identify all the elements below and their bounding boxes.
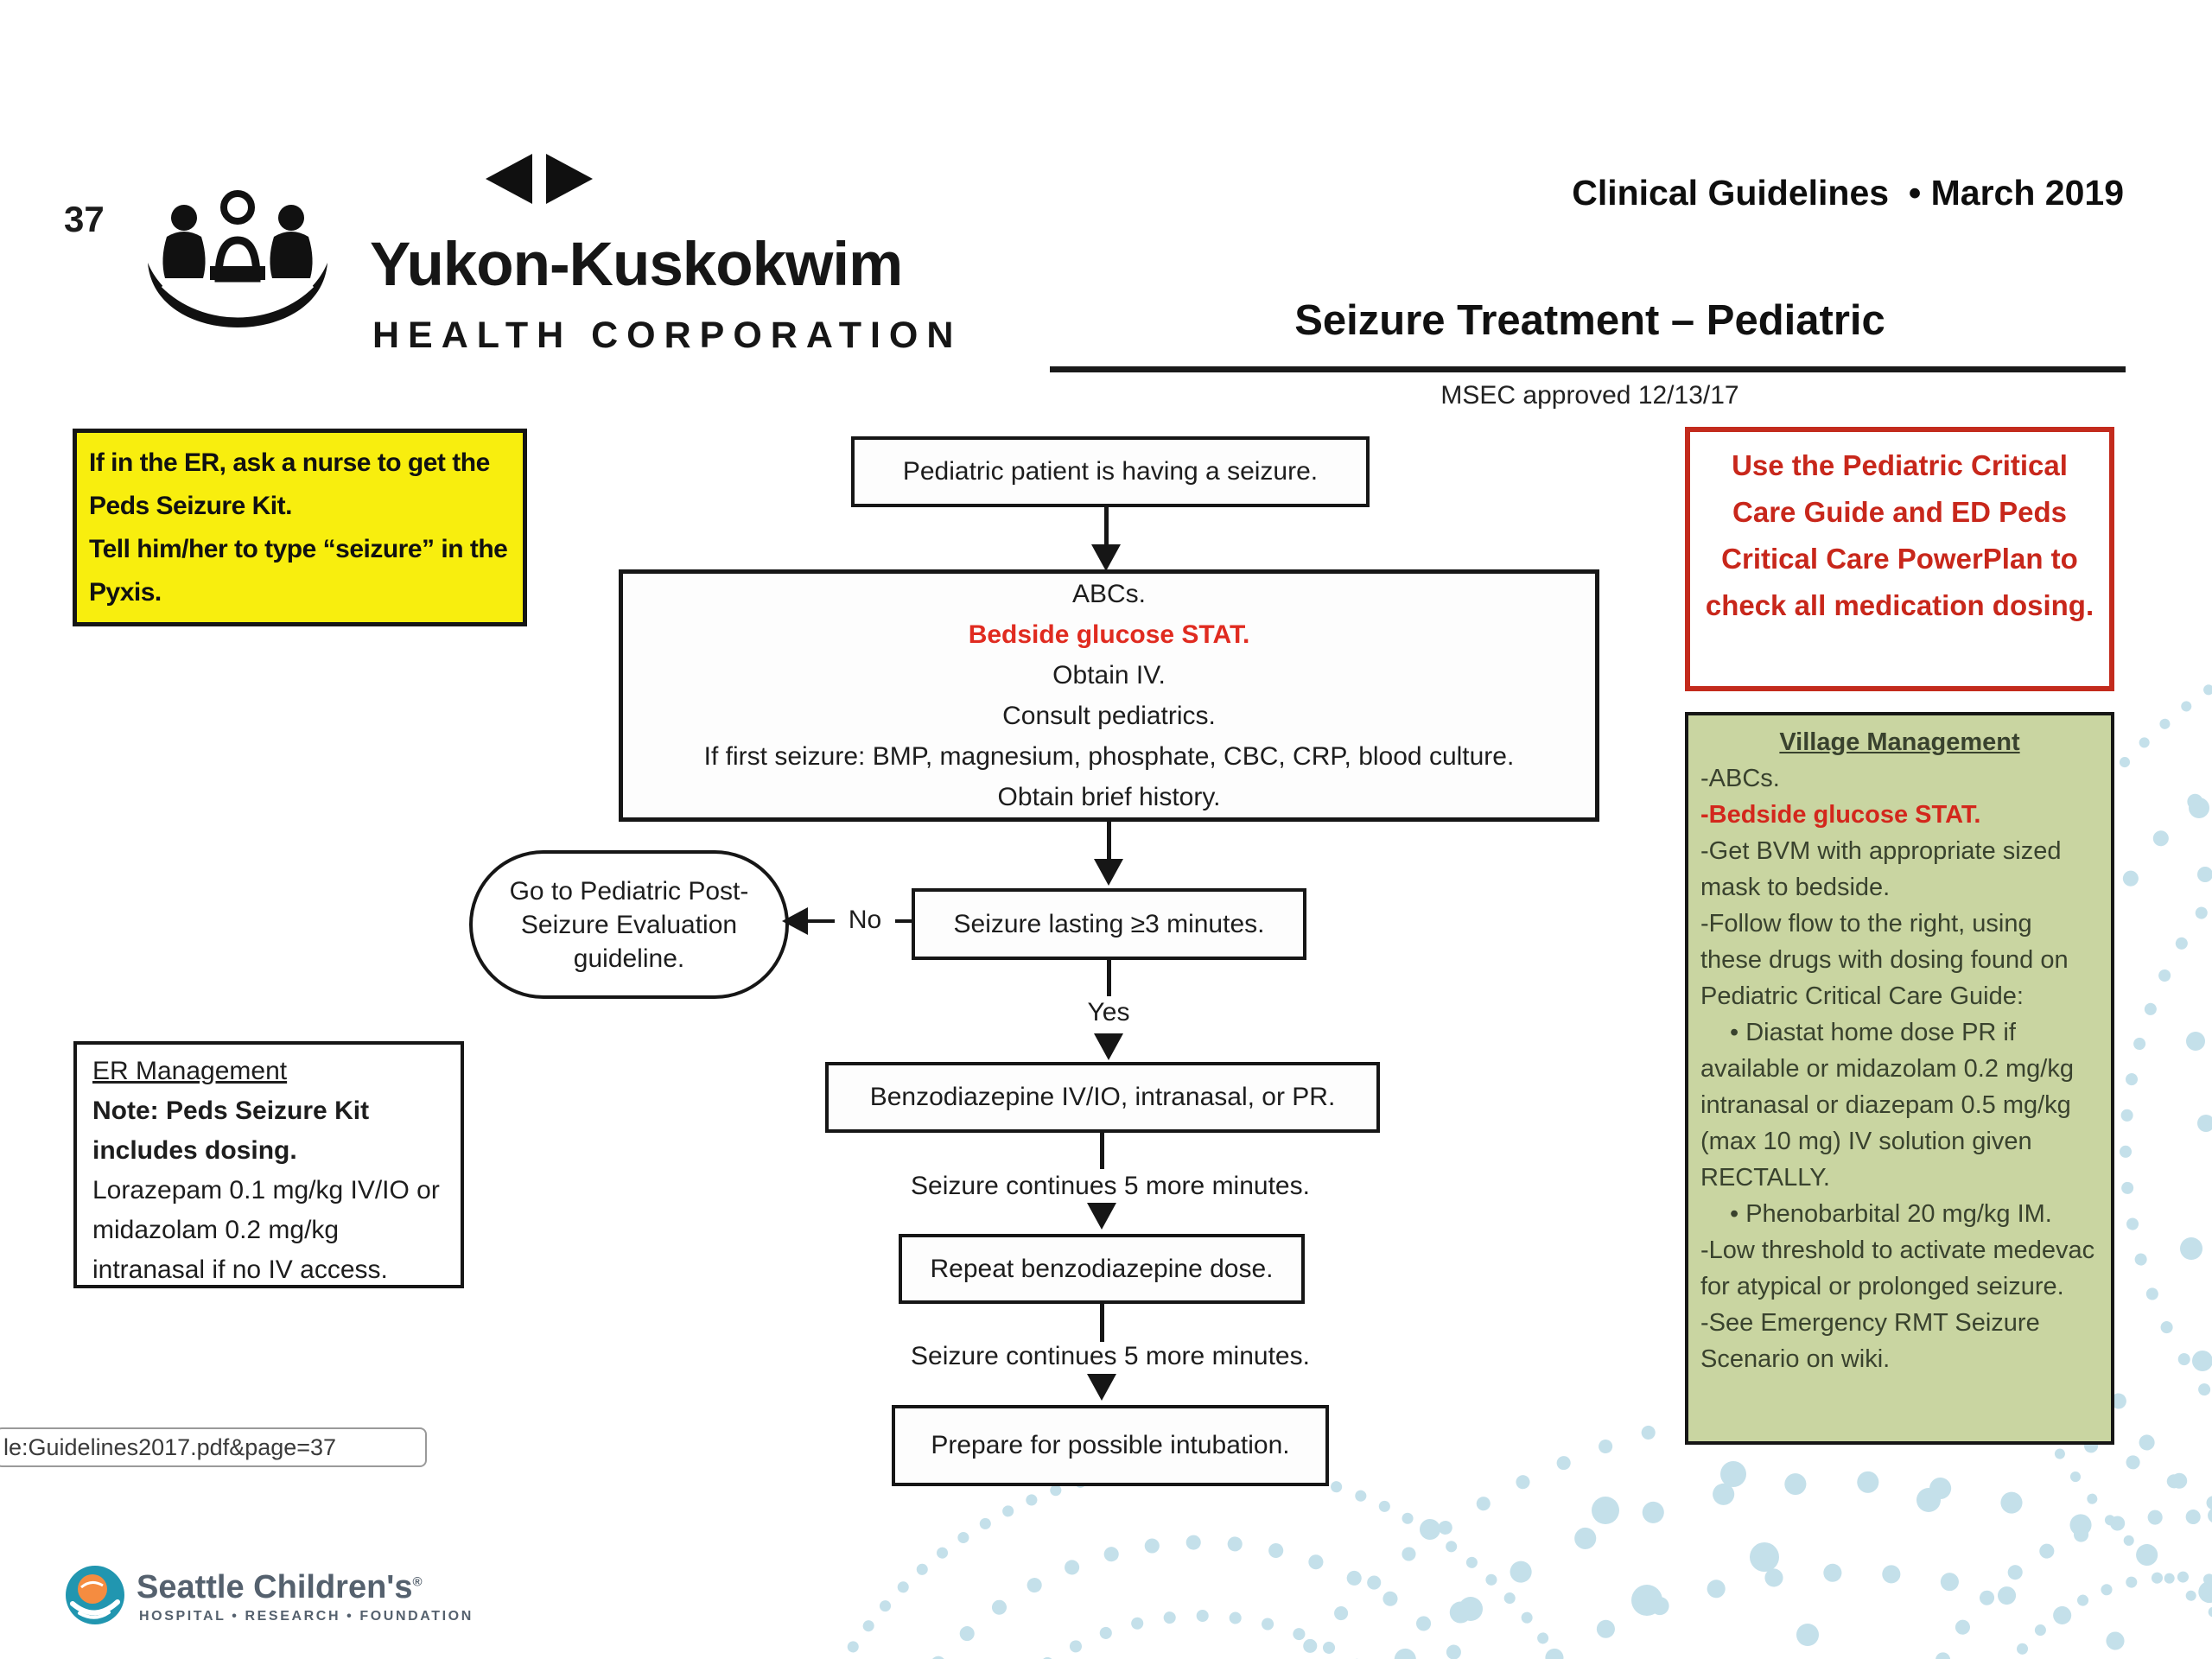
approval-note: MSEC approved 12/13/17 — [1440, 381, 1739, 410]
flow-intubation-box: Prepare for possible intubation. — [892, 1405, 1329, 1486]
village-item: -ABCs. — [1700, 765, 1780, 792]
edition-date: March 2019 — [1930, 173, 2124, 213]
yes-branch-label: Yes — [1087, 998, 1130, 1027]
next-page-arrow-icon[interactable] — [546, 154, 593, 204]
flow-benzodiazepine-box: Benzodiazepine IV/IO, intranasal, or PR. — [825, 1062, 1380, 1133]
village-item-diastat: • Diastat home dose PR if available or m… — [1700, 1019, 2074, 1192]
village-item: -Follow flow to the right, using these d… — [1700, 910, 2069, 1010]
arrow-down-icon — [1087, 1203, 1116, 1230]
village-item: -Get BVM with appropriate sized mask to … — [1700, 837, 2062, 901]
abcs-glucose-line: Bedside glucose STAT. — [968, 620, 1250, 649]
page-nav-arrows — [486, 154, 593, 204]
seizure-continues-label: Seizure continues 5 more minutes. — [911, 1172, 1310, 1200]
connector-line — [1100, 1133, 1104, 1169]
er-management-title: ER Management — [92, 1057, 288, 1085]
village-management-title: Village Management — [1779, 728, 2020, 756]
connector-line — [1100, 1304, 1104, 1342]
seizure-continues-label: Seizure continues 5 more minutes. — [911, 1342, 1310, 1370]
abcs-line: Consult pediatrics. — [1002, 702, 1216, 730]
er-management-dosing: Lorazepam 0.1 mg/kg IV/IO or midazolam 0… — [92, 1176, 440, 1284]
flow-repeat-dose-box: Repeat benzodiazepine dose. — [899, 1234, 1305, 1304]
abcs-line: If first seizure: BMP, magnesium, phosph… — [703, 742, 1515, 771]
connector-line — [1107, 822, 1111, 861]
er-management-note: Note: Peds Seizure Kit includes dosing. — [92, 1096, 370, 1165]
page-title: Seizure Treatment – Pediatric — [1294, 297, 1885, 344]
registered-mark: ® — [412, 1574, 423, 1590]
org-name: Yukon-Kuskokwim — [370, 231, 903, 299]
village-item-phenobarbital: • Phenobarbital 20 mg/kg IM. — [1730, 1200, 2052, 1228]
title-underline — [1050, 366, 2126, 372]
abcs-line: ABCs. — [1071, 580, 1147, 608]
er-note-line2: Tell him/her to type “seizure” in the Py… — [89, 535, 508, 607]
connector-line — [1107, 960, 1111, 996]
org-subtitle: HEALTH CORPORATION — [372, 315, 963, 356]
er-management-box: ER Management Note: Peds Seizure Kit inc… — [73, 1041, 464, 1288]
abcs-line: Obtain brief history. — [997, 783, 1221, 811]
edition-line: Clinical Guidelines • March 2019 — [1572, 173, 2124, 213]
village-item-glucose: -Bedside glucose STAT. — [1700, 801, 1981, 829]
previous-page-arrow-icon[interactable] — [486, 154, 532, 204]
arrow-down-icon — [1087, 1374, 1116, 1401]
flow-decision-box: Seizure lasting ≥3 minutes. — [912, 888, 1306, 960]
seattle-childrens-wordmark: Seattle Children's® — [137, 1569, 423, 1606]
yukon-kuskokwim-logo — [148, 190, 327, 327]
abcs-line: Obtain IV. — [1052, 661, 1166, 690]
village-item: -Low threshold to activate medevac for a… — [1700, 1236, 2095, 1300]
seattle-childrens-tagline: HOSPITAL • RESEARCH • FOUNDATION — [139, 1609, 474, 1624]
page-number: 37 — [64, 199, 105, 239]
brand-name: Seattle Children's — [137, 1569, 413, 1605]
seattle-childrens-logo-icon — [66, 1566, 124, 1624]
arrow-down-icon — [1094, 859, 1123, 886]
flow-abcs-box: ABCs. Bedside glucose STAT. Obtain IV. C… — [619, 569, 1599, 822]
flow-post-seizure-terminal: Go to Pediatric Post-Seizure Evaluation … — [469, 850, 789, 999]
connector-line — [1104, 507, 1109, 549]
critical-care-warning-box: Use the Pediatric Critical Care Guide an… — [1685, 427, 2114, 691]
arrow-down-icon — [1091, 544, 1121, 571]
er-seizure-kit-note: If in the ER, ask a nurse to get the Ped… — [73, 429, 527, 626]
village-item: -See Emergency RMT Seizure Scenario on w… — [1700, 1309, 2040, 1373]
link-status-tooltip: le:Guidelines2017.pdf&page=37 — [0, 1427, 427, 1467]
no-branch-label: No — [835, 906, 895, 935]
edition-label: Clinical Guidelines — [1572, 173, 1890, 213]
arrow-down-icon — [1094, 1033, 1123, 1060]
flow-start-box: Pediatric patient is having a seizure. — [851, 436, 1370, 507]
village-management-box: Village Management -ABCs. -Bedside gluco… — [1685, 712, 2114, 1445]
er-note-line1: If in the ER, ask a nurse to get the Ped… — [89, 448, 490, 520]
arrow-left-icon — [782, 907, 808, 935]
edition-bullet: • — [1908, 173, 1922, 213]
